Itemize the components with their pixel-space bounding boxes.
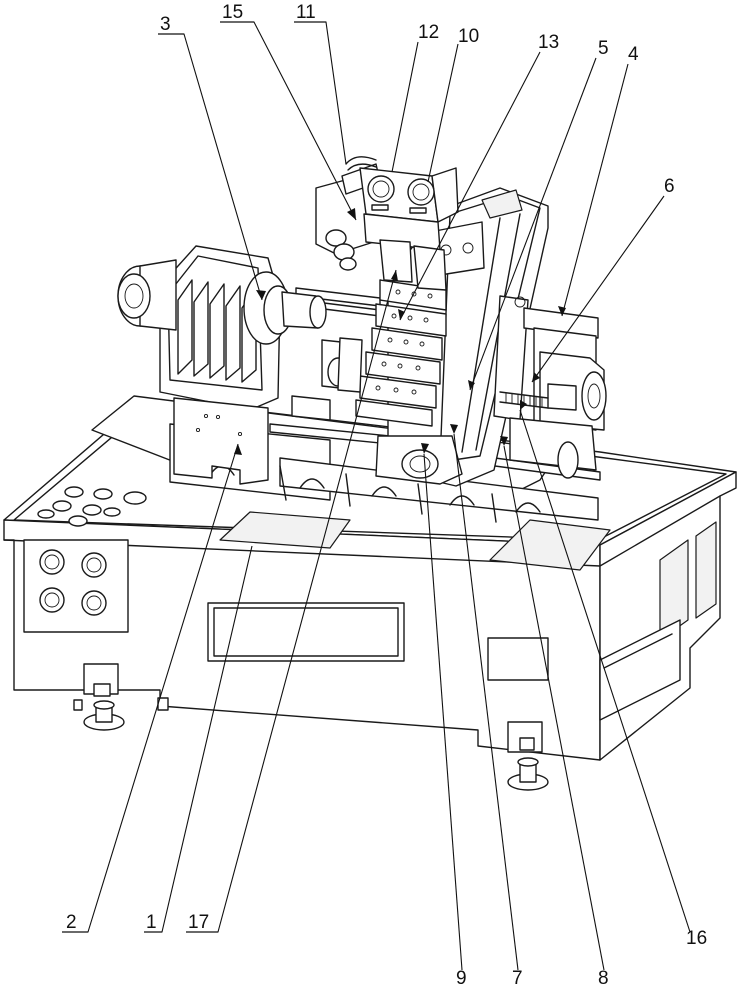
label-5: 5: [598, 38, 609, 59]
panel-buttons: [37, 486, 147, 527]
gauge-dials: [39, 549, 107, 616]
leveling-feet: [73, 663, 549, 791]
label-11: 11: [296, 2, 316, 23]
label-7: 7: [512, 968, 523, 989]
part-labels: 3 15 11 12 10 13 5 4 6 2 1 17 9 7 8 16: [62, 2, 707, 989]
label-8: 8: [598, 968, 609, 989]
label-15: 15: [222, 2, 243, 23]
label-6: 6: [664, 176, 675, 197]
leader-arrowheads: [234, 208, 566, 455]
label-16: 16: [686, 928, 707, 949]
ball-screw: [499, 391, 549, 409]
label-13: 13: [538, 32, 559, 53]
label-9: 9: [456, 968, 467, 989]
label-2: 2: [66, 912, 77, 933]
label-3: 3: [160, 14, 171, 35]
tailstock: [499, 307, 607, 479]
label-1: 1: [146, 912, 157, 933]
label-10: 10: [458, 26, 479, 47]
label-17: 17: [188, 912, 209, 933]
label-4: 4: [628, 44, 639, 65]
tool-bolts: [375, 289, 433, 395]
label-12: 12: [418, 22, 439, 43]
servo-motors: [315, 156, 459, 291]
